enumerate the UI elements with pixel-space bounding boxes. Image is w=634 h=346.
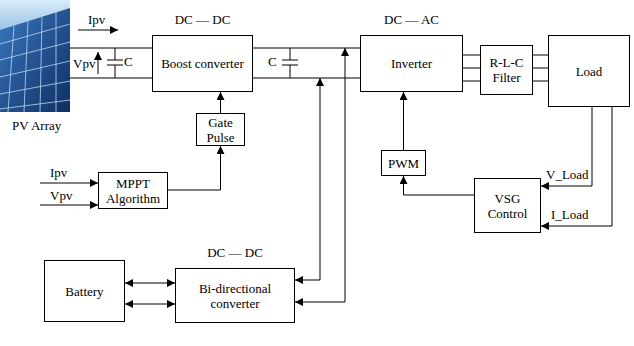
- capacitor-symbol: [282, 48, 298, 78]
- box-text: Gate Pulse: [200, 115, 241, 145]
- pv-wire: [70, 78, 152, 79]
- box-text: PWM: [388, 156, 419, 171]
- converter-box: DC — DCBi-directional converter: [175, 268, 295, 323]
- connector-line: [541, 107, 612, 226]
- signal-label: V_Load: [545, 167, 590, 182]
- connector-line: [220, 92, 221, 113]
- box-text: Battery: [65, 284, 103, 299]
- box-body: Boost converter: [153, 36, 252, 91]
- box-body: Inverter: [361, 36, 462, 91]
- signal-label: I_Load: [550, 207, 590, 222]
- box-body: Battery: [45, 261, 124, 321]
- voltage-arrow: [98, 52, 99, 74]
- input-arrow: [40, 205, 98, 206]
- box-text: VSG Control: [478, 191, 537, 221]
- gate-pulse-box: Gate Pulse: [196, 113, 245, 146]
- connector-line: [253, 48, 360, 78]
- filter-box: R-L-C Filter: [480, 45, 533, 95]
- mppt-box: MPPT Algorithm: [98, 172, 168, 209]
- signal-label: Ipv: [50, 165, 67, 180]
- pv-sky: [0, 0, 70, 112]
- load-box: Load: [548, 35, 630, 107]
- box-text: R-L-C Filter: [484, 55, 529, 85]
- box-heading: DC — DC: [175, 12, 231, 27]
- pwm-box: PWM: [381, 150, 426, 176]
- box-text: Inverter: [391, 56, 432, 71]
- connector-line: [404, 176, 475, 195]
- signal-label: C: [124, 54, 133, 69]
- connector-line: [541, 107, 592, 186]
- box-text: Boost converter: [161, 56, 244, 71]
- inverter-box: DC — ACInverter: [360, 35, 463, 92]
- input-arrow: [40, 183, 98, 184]
- box-body: PWM: [382, 151, 425, 175]
- connector-line: [463, 55, 480, 81]
- connector-line: [168, 146, 221, 190]
- box-body: MPPT Algorithm: [99, 173, 167, 208]
- box-text: Load: [576, 64, 603, 79]
- pv-grid: [0, 12, 70, 112]
- dc-link-wire: [295, 48, 345, 302]
- pv-wire: [70, 48, 152, 49]
- box-text: MPPT Algorithm: [102, 176, 164, 206]
- battery-box: Battery: [44, 260, 125, 322]
- box-heading: DC — DC: [207, 245, 263, 260]
- box-text: Bi-directional converter: [179, 281, 291, 311]
- signal-label: Vpv: [73, 56, 95, 71]
- capacitor-symbol: [107, 48, 123, 78]
- box-body: VSG Control: [475, 179, 540, 232]
- box-body: Load: [549, 36, 629, 106]
- signal-label: C: [268, 54, 277, 69]
- signal-label: Ipv: [88, 12, 105, 27]
- current-arrow: [78, 30, 118, 31]
- dc-link-wire: [295, 78, 320, 280]
- box-body: Gate Pulse: [197, 114, 244, 145]
- connector-line: [533, 55, 548, 81]
- control-box: VSG Control: [474, 178, 541, 233]
- signal-label: Vpv: [50, 188, 72, 203]
- converter-box: DC — DCBoost converter: [152, 35, 253, 92]
- connector-line: [125, 283, 175, 284]
- connector-line: [125, 304, 175, 305]
- box-heading: DC — AC: [384, 12, 439, 27]
- pv-panel: [0, 8, 70, 112]
- pv-array-picture: [0, 0, 70, 112]
- box-body: R-L-C Filter: [481, 46, 532, 94]
- box-body: Bi-directional converter: [176, 269, 294, 322]
- signal-label: PV Array: [12, 118, 61, 133]
- connector-line: [403, 92, 404, 150]
